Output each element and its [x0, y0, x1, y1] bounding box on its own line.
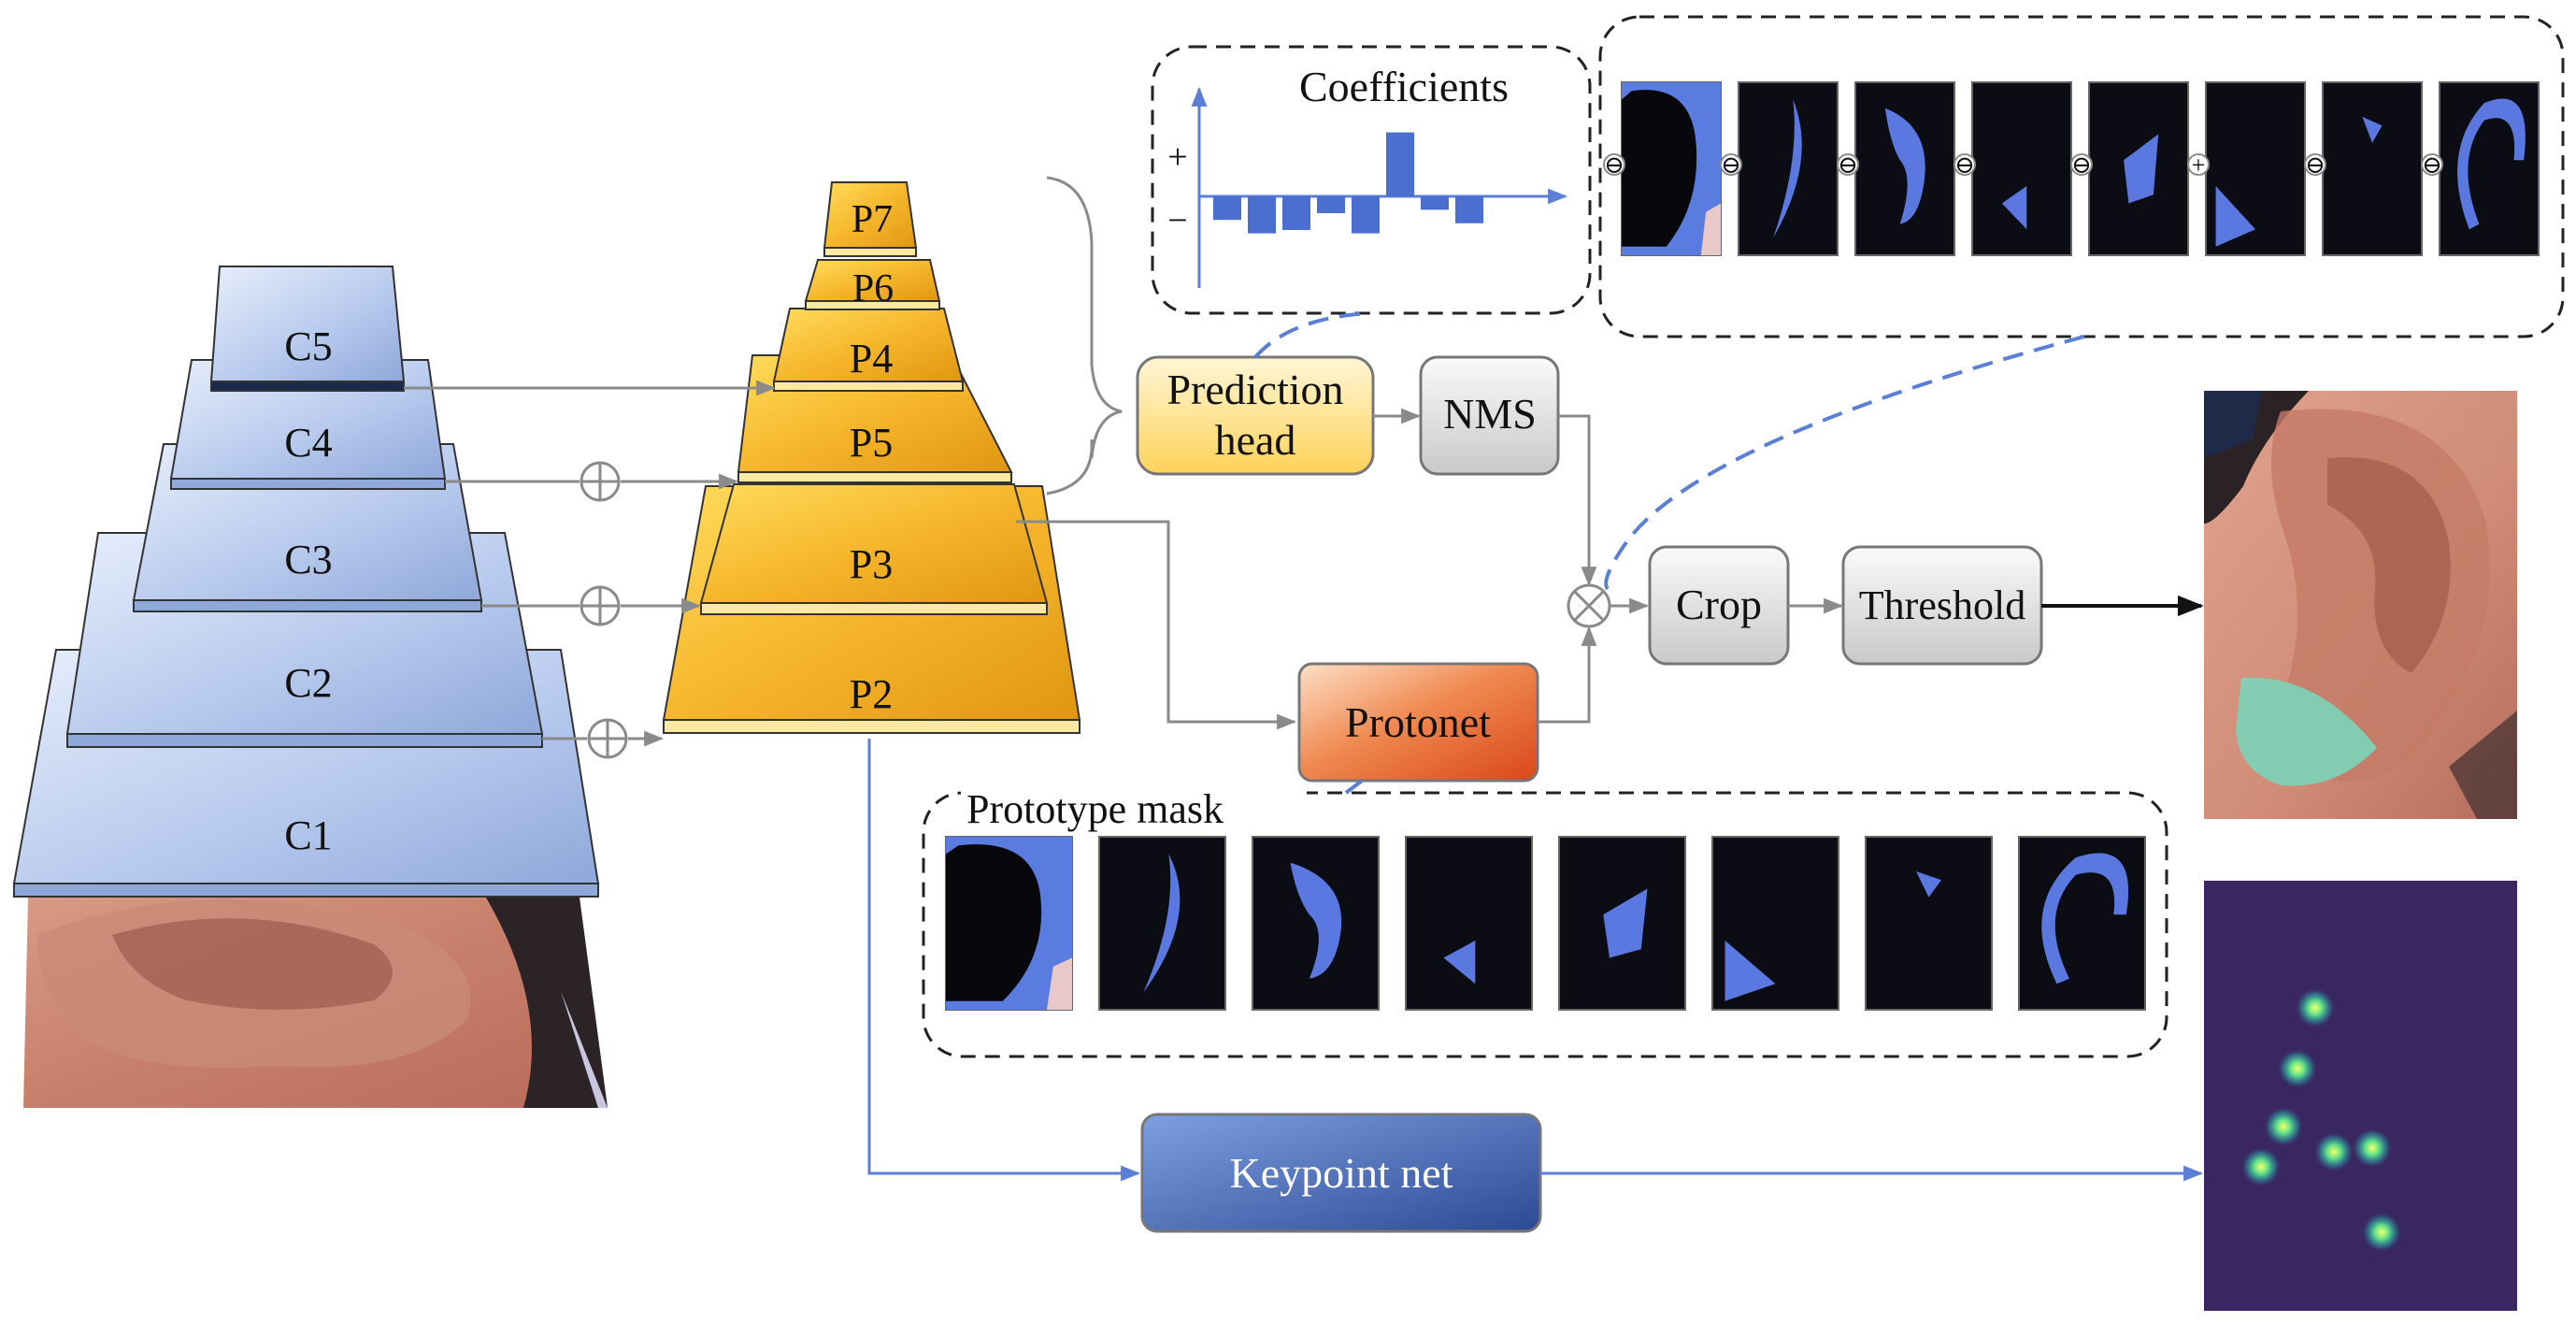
- prototype-mask-panel: Prototype mask: [922, 786, 2168, 1058]
- backbone-pyramid: C1 C2 C3 C4 C5: [12, 266, 600, 898]
- coefficients-panel: Coefficients + −: [1151, 45, 1592, 315]
- coefficient-bar: [1248, 196, 1276, 234]
- threshold-label: Threshold: [1859, 582, 2025, 628]
- combination-operator: ⊖: [2070, 151, 2093, 179]
- segmentation-output-image: [2204, 391, 2517, 819]
- p4-label: P5: [850, 420, 893, 466]
- backbone-level-c5: C5: [209, 266, 406, 392]
- protonet-label: Protonet: [1345, 698, 1491, 746]
- keypoint-heatmap-image: [2204, 881, 2517, 1311]
- mask-combination-panel: ⊖ ⊖ ⊖ ⊖ ⊖ + ⊖ ⊖: [1598, 15, 2565, 338]
- coefficient-bar: [1317, 196, 1345, 213]
- c5-label: C5: [284, 323, 332, 369]
- threshold-box: Threshold: [1841, 545, 2043, 666]
- coefficient-bar: [1455, 196, 1483, 223]
- combination-mask-tile: [1621, 81, 1722, 256]
- coefficient-bars: [1213, 132, 1483, 234]
- prototype-mask-tile: [1865, 836, 1993, 1011]
- combination-mask-tile: [1738, 81, 1839, 256]
- input-ear-image: [23, 898, 608, 1108]
- c2-label: C2: [284, 660, 332, 706]
- svg-text:⊖: ⊖: [1954, 151, 1975, 179]
- c3-label: C3: [284, 537, 332, 582]
- prototype-mask-tile: [945, 836, 1073, 1011]
- prediction-head-box: Prediction head: [1136, 355, 1375, 476]
- coefficient-bar: [1352, 196, 1380, 234]
- svg-text:⊖: ⊖: [2305, 151, 2326, 179]
- svg-text:⊖: ⊖: [1604, 151, 1624, 179]
- coefficient-bar: [1421, 196, 1449, 210]
- fpn-level-p6: P6: [804, 259, 941, 310]
- combination-operator: ⊖: [1837, 151, 1859, 179]
- combination-operator: ⊖: [1953, 151, 1976, 179]
- svg-text:+: +: [2192, 151, 2206, 179]
- circle-plus-icon: [580, 461, 628, 759]
- keypoint-net-box: Keypoint net: [1140, 1113, 1542, 1233]
- coefficients-minus: −: [1167, 201, 1187, 240]
- prototype-mask-tile: [2018, 836, 2146, 1011]
- coefficient-bar: [1282, 196, 1310, 230]
- prediction-head-label-line2: head: [1215, 416, 1296, 464]
- crop-label: Crop: [1676, 581, 1762, 628]
- fpn-level-p3: P3: [699, 483, 1049, 615]
- nms-box: NMS: [1419, 355, 1560, 476]
- prototype-mask-tile: [1405, 836, 1533, 1011]
- keypoint-net-label: Keypoint net: [1230, 1149, 1453, 1197]
- coefficient-bar: [1386, 132, 1414, 196]
- prototype-mask-tile: [1098, 836, 1226, 1011]
- combination-operator: ⊖: [2421, 151, 2443, 179]
- p7-label: P7: [852, 198, 893, 241]
- fpn-brace: [1046, 176, 1123, 496]
- combination-masks: ⊖ ⊖ ⊖ ⊖ ⊖ + ⊖ ⊖: [1603, 81, 2540, 256]
- combination-mask-tile: [2088, 81, 2189, 256]
- prototype-mask-tile: [1558, 836, 1686, 1011]
- c1-label: C1: [284, 812, 332, 858]
- svg-text:⊖: ⊖: [2422, 151, 2442, 179]
- prototype-mask-tile: [1711, 836, 1839, 1011]
- combination-mask-tile: [2322, 81, 2423, 256]
- p5-label: P4: [850, 336, 893, 381]
- prototype-mask-label: Prototype mask: [966, 786, 1224, 832]
- c4-label: C4: [284, 420, 332, 466]
- circle-times-icon: [1567, 583, 1611, 628]
- combination-operator: +: [2187, 151, 2210, 179]
- prototype-mask-tile: [1252, 836, 1380, 1011]
- combination-operator: ⊖: [1720, 151, 1742, 179]
- combination-mask-tile: [2205, 81, 2306, 256]
- combination-operator: ⊖: [2304, 151, 2326, 179]
- coefficients-plus: +: [1167, 137, 1187, 177]
- fpn-pyramid: P2 P3 P5 P4 P6 P7: [662, 181, 1081, 734]
- p3-label: P3: [850, 541, 893, 587]
- p2-label: P2: [850, 671, 893, 717]
- prototype-masks: [945, 836, 2146, 1011]
- combination-mask-tile: [1854, 81, 1955, 256]
- nms-label: NMS: [1443, 390, 1537, 438]
- svg-text:⊖: ⊖: [2071, 151, 2092, 179]
- combination-mask-tile: [1971, 81, 2072, 256]
- prediction-head-label-line1: Prediction: [1166, 366, 1343, 413]
- combination-link-dashed: [1604, 335, 2085, 591]
- fpn-level-p5: P4: [772, 308, 965, 392]
- coefficient-bar: [1213, 196, 1241, 221]
- lateral-connections: [404, 380, 777, 747]
- fpn-level-p7: P7: [823, 181, 918, 257]
- coef-link-dashed: [1253, 311, 1370, 359]
- keypoint-branch-line: [867, 739, 1141, 1182]
- p6-label: P6: [852, 267, 894, 310]
- protonet-box: Protonet: [1297, 662, 1539, 783]
- svg-text:⊖: ⊖: [1838, 151, 1858, 179]
- combination-mask-tile: [2439, 81, 2540, 256]
- crop-box: Crop: [1648, 545, 1790, 666]
- coefficients-title: Coefficients: [1299, 63, 1509, 110]
- combination-operator: ⊖: [1603, 151, 1625, 179]
- svg-text:⊖: ⊖: [1721, 151, 1741, 179]
